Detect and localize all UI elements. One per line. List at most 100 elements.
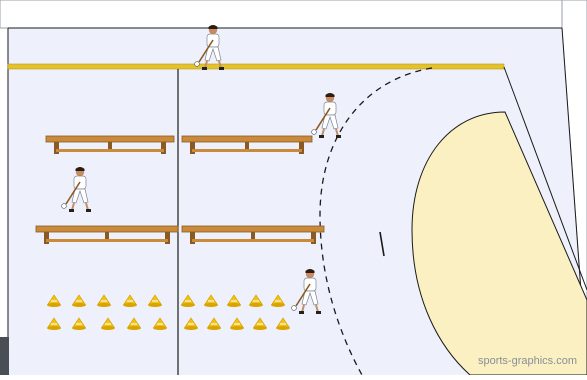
training-cone-icon bbox=[271, 294, 285, 307]
cone-base bbox=[184, 326, 198, 330]
bench-leg bbox=[161, 142, 166, 154]
ball-icon bbox=[291, 305, 297, 311]
player-leg bbox=[321, 128, 325, 137]
training-cone-icon bbox=[72, 317, 86, 330]
player-shoe bbox=[69, 209, 74, 212]
player-stick bbox=[295, 283, 311, 307]
field-hockey-player-icon bbox=[61, 167, 91, 212]
player-stick bbox=[65, 181, 81, 205]
player-shorts bbox=[301, 290, 319, 306]
cone-base bbox=[249, 303, 263, 307]
training-cone-icon bbox=[47, 294, 61, 307]
bench-leg bbox=[44, 232, 49, 244]
training-cone-icon bbox=[230, 317, 244, 330]
bench-seat bbox=[45, 135, 175, 143]
cone-base bbox=[271, 303, 285, 307]
player-shorts bbox=[204, 46, 222, 62]
field-hockey-player-icon bbox=[194, 25, 224, 70]
training-cone-icon bbox=[148, 294, 162, 307]
bench-leg bbox=[245, 142, 249, 152]
wooden-bench-icon bbox=[181, 225, 325, 244]
back-wall bbox=[0, 0, 563, 29]
player-hair bbox=[305, 269, 315, 273]
side-wall bbox=[561, 0, 587, 376]
watermark: sports-graphics.com bbox=[477, 355, 577, 367]
cone-base bbox=[204, 303, 218, 307]
cone-base bbox=[230, 326, 244, 330]
cone-base bbox=[47, 303, 61, 307]
corner-tab bbox=[0, 337, 9, 375]
training-cone-icon bbox=[204, 294, 218, 307]
player-leg bbox=[315, 304, 319, 313]
player-shoe bbox=[219, 67, 224, 70]
player-leg bbox=[301, 304, 305, 313]
bench-seat bbox=[181, 225, 325, 233]
cone-base bbox=[123, 303, 137, 307]
bench-rail bbox=[46, 239, 168, 242]
player-shoe bbox=[316, 311, 321, 314]
training-cone-icon bbox=[101, 317, 115, 330]
training-cone-icon bbox=[123, 294, 137, 307]
player-stick bbox=[198, 39, 214, 63]
bench-rail bbox=[192, 239, 314, 242]
bench-seat bbox=[35, 225, 179, 233]
side-board bbox=[7, 63, 505, 70]
training-cone-icon bbox=[153, 317, 167, 330]
player-hair bbox=[75, 167, 85, 171]
field-hockey-player-icon bbox=[311, 93, 341, 138]
cone-base bbox=[97, 303, 111, 307]
player-hair bbox=[325, 93, 335, 97]
player-shorts bbox=[321, 114, 339, 130]
ball-icon bbox=[311, 129, 317, 135]
bench-leg bbox=[54, 142, 59, 154]
player-leg bbox=[335, 128, 339, 137]
player-leg bbox=[218, 60, 222, 69]
cone-base bbox=[101, 326, 115, 330]
cone-base bbox=[47, 326, 61, 330]
training-cone-icon bbox=[47, 317, 61, 330]
bench-rail bbox=[192, 149, 302, 152]
training-cone-icon bbox=[227, 294, 241, 307]
shooting-arc bbox=[319, 67, 433, 376]
cone-base bbox=[207, 326, 221, 330]
board-right-line bbox=[503, 66, 587, 291]
player-stick bbox=[315, 107, 331, 131]
training-cone-icon bbox=[253, 317, 267, 330]
goal-area bbox=[411, 111, 587, 376]
bench-leg bbox=[299, 142, 304, 154]
player-shoe bbox=[336, 135, 341, 138]
ball-icon bbox=[194, 61, 200, 67]
bench-rail bbox=[56, 149, 164, 152]
cone-base bbox=[127, 326, 141, 330]
player-leg bbox=[85, 202, 89, 211]
bench-leg bbox=[105, 232, 109, 242]
bench-leg bbox=[165, 232, 170, 244]
training-cone-icon bbox=[184, 317, 198, 330]
cone-base bbox=[72, 326, 86, 330]
player-leg bbox=[71, 202, 75, 211]
ball-icon bbox=[61, 203, 67, 209]
bench-leg bbox=[108, 142, 112, 152]
player-shoe bbox=[299, 311, 304, 314]
cone-base bbox=[153, 326, 167, 330]
training-cone-icon bbox=[276, 317, 290, 330]
bench-seat bbox=[181, 135, 313, 143]
training-cone-icon bbox=[207, 317, 221, 330]
bench-leg bbox=[190, 232, 195, 244]
bench-leg bbox=[251, 232, 255, 242]
cone-base bbox=[148, 303, 162, 307]
wooden-bench-icon bbox=[45, 135, 175, 154]
field-hockey-player-icon bbox=[291, 269, 321, 314]
bench-leg bbox=[311, 232, 316, 244]
penalty-mark bbox=[379, 231, 385, 257]
wooden-bench-icon bbox=[181, 135, 313, 154]
training-cone-icon bbox=[127, 317, 141, 330]
cone-base bbox=[276, 326, 290, 330]
cone-base bbox=[227, 303, 241, 307]
training-cone-icon bbox=[72, 294, 86, 307]
player-shoe bbox=[202, 67, 207, 70]
training-cone-icon bbox=[97, 294, 111, 307]
training-cone-icon bbox=[181, 294, 195, 307]
player-shoe bbox=[86, 209, 91, 212]
